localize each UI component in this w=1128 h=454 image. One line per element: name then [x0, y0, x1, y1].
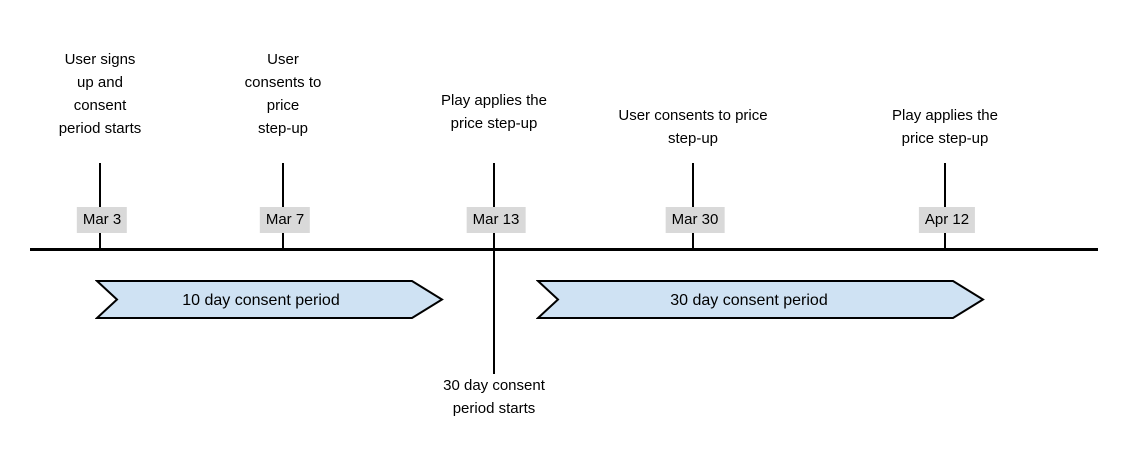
event-tick-line-long: [493, 163, 495, 374]
event-date-badge: Apr 12: [918, 207, 976, 233]
event-date-badge: Mar 7: [259, 207, 311, 233]
event-date-badge: Mar 13: [466, 207, 526, 233]
event-date-badge: Mar 3: [76, 207, 128, 233]
chevron-ribbon-shape: [95, 280, 444, 319]
consent-banner-30day: 30 day consent period: [536, 280, 985, 319]
consent-banner-10day: 10 day consent period: [95, 280, 444, 319]
chevron-ribbon-shape: [536, 280, 985, 319]
event-tick-line: [282, 163, 284, 249]
event-label: User signs up and consent period starts: [58, 51, 142, 137]
event-label: User consents to price step-up: [244, 51, 322, 137]
timeline-axis: [30, 248, 1098, 251]
event-tick-line: [692, 163, 694, 249]
banner-label: 10 day consent period: [182, 292, 339, 309]
event-tick-line: [99, 163, 101, 249]
event-label: User consents to price step-up: [618, 107, 768, 147]
event-label: Play applies the price step-up: [892, 107, 998, 147]
consent-start-note: 30 day consent period starts: [443, 377, 545, 417]
event-label: Play applies the price step-up: [441, 92, 547, 132]
event-date-badge: Mar 30: [665, 207, 725, 233]
event-tick-line: [944, 163, 946, 249]
banner-label: 30 day consent period: [670, 292, 827, 309]
